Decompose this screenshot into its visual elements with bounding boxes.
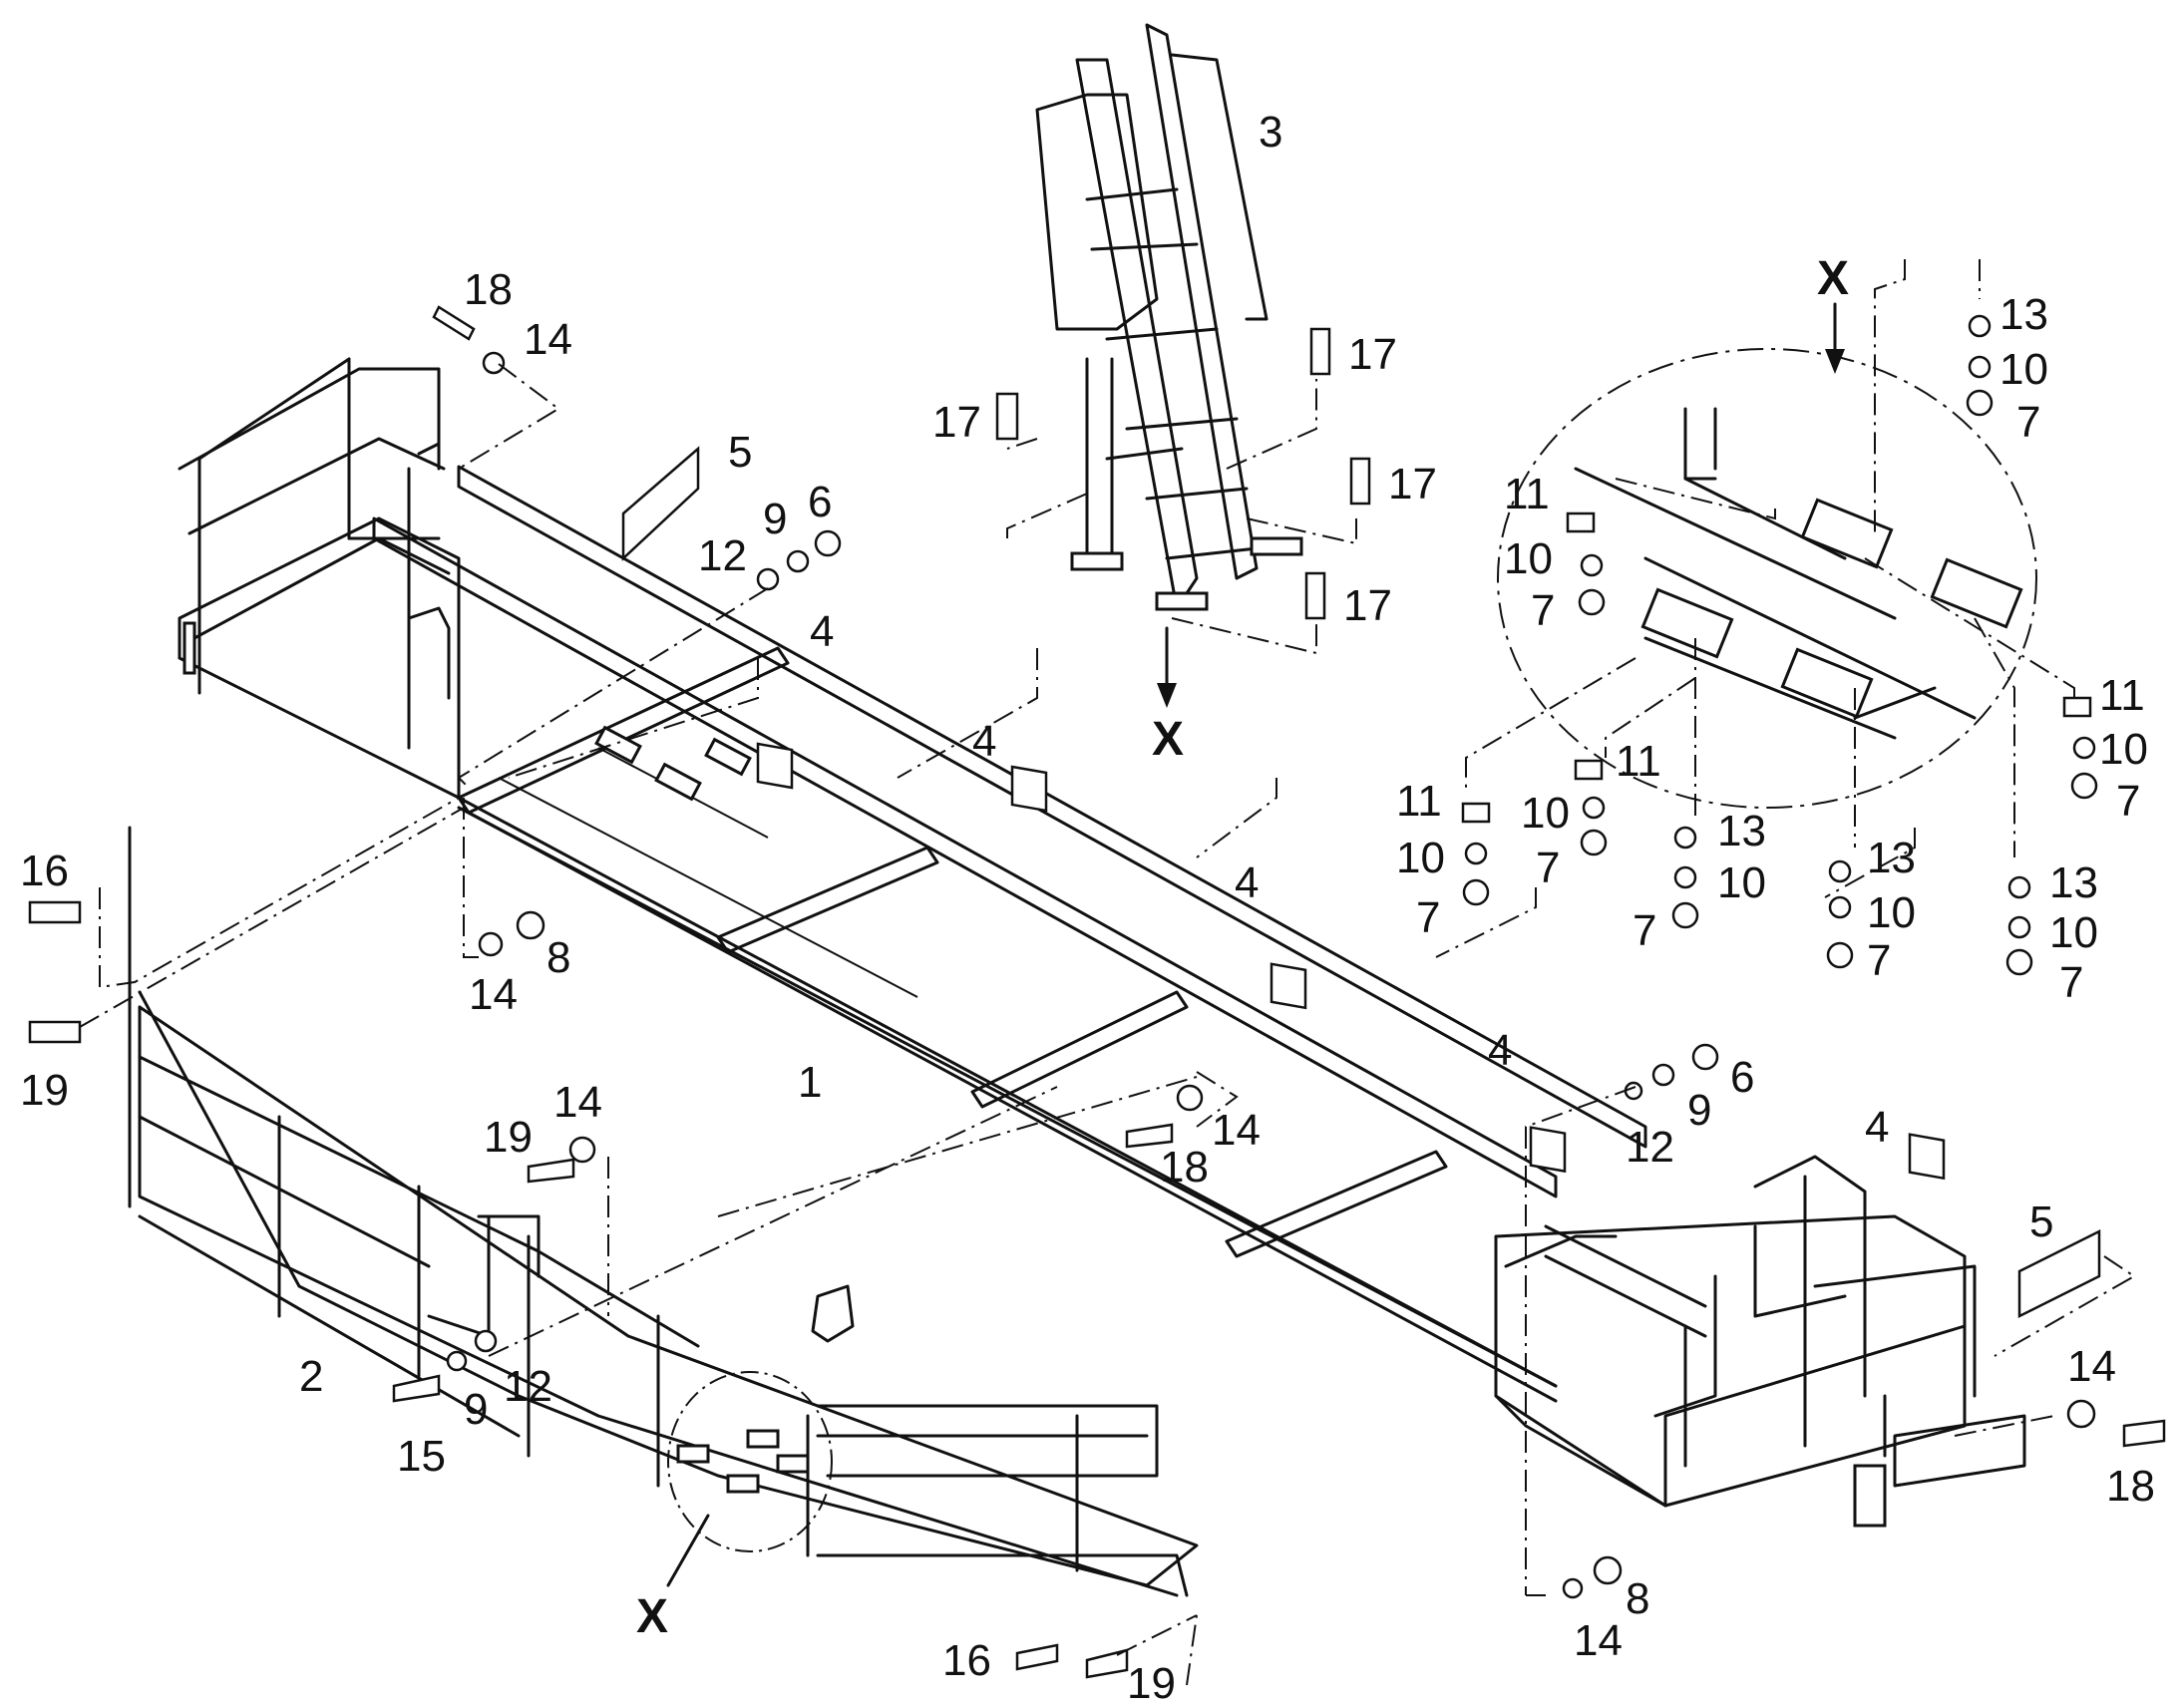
label-part-9: 9 bbox=[763, 495, 787, 543]
label-part-17: 17 bbox=[1343, 581, 1392, 630]
end-platform-right bbox=[1494, 1155, 2026, 1528]
label-part-14: 14 bbox=[1212, 1106, 1261, 1155]
label-part-7: 7 bbox=[1536, 844, 1560, 892]
label-part-4: 4 bbox=[972, 717, 996, 766]
label-part-7: 7 bbox=[2059, 958, 2083, 1007]
label-part-2: 2 bbox=[299, 1352, 323, 1401]
label-part-11: 11 bbox=[1616, 737, 1661, 786]
label-part-12: 12 bbox=[698, 531, 747, 580]
label-part-10: 10 bbox=[1717, 858, 1766, 907]
label-part-10: 10 bbox=[2099, 725, 2148, 774]
label-part-7: 7 bbox=[1416, 893, 1440, 942]
label-part-7: 7 bbox=[2016, 398, 2040, 447]
label-part-19: 19 bbox=[1127, 1659, 1176, 1708]
walkway-section-2 bbox=[128, 826, 1199, 1597]
label-part-19: 19 bbox=[484, 1113, 533, 1162]
label-view-x: X bbox=[1152, 713, 1184, 766]
label-part-11: 11 bbox=[1396, 777, 1442, 826]
label-part-10: 10 bbox=[2049, 908, 2098, 957]
label-part-9: 9 bbox=[464, 1385, 488, 1434]
label-part-14: 14 bbox=[469, 970, 518, 1019]
label-part-14: 14 bbox=[1574, 1616, 1623, 1665]
label-part-4: 4 bbox=[1488, 1026, 1512, 1075]
label-part-1: 1 bbox=[798, 1058, 822, 1107]
label-part-7: 7 bbox=[1867, 936, 1891, 985]
label-part-4: 4 bbox=[1865, 1103, 1889, 1152]
label-part-7: 7 bbox=[2116, 777, 2140, 826]
label-part-17: 17 bbox=[1348, 330, 1397, 379]
label-part-4: 4 bbox=[1235, 858, 1259, 907]
label-part-14: 14 bbox=[524, 315, 572, 364]
assembly-lines bbox=[79, 363, 2136, 1686]
label-part-17: 17 bbox=[1388, 460, 1437, 509]
label-part-18: 18 bbox=[2106, 1462, 2155, 1511]
label-part-19: 19 bbox=[20, 1066, 69, 1115]
label-part-11: 11 bbox=[1504, 470, 1550, 518]
label-part-10: 10 bbox=[1396, 834, 1445, 882]
label-part-4: 4 bbox=[810, 607, 834, 656]
label-part-10: 10 bbox=[1504, 534, 1553, 583]
end-platform-left bbox=[178, 357, 461, 800]
label-part-12: 12 bbox=[1626, 1123, 1674, 1172]
label-part-14: 14 bbox=[553, 1078, 602, 1127]
label-part-8: 8 bbox=[546, 933, 570, 982]
label-part-12: 12 bbox=[504, 1362, 552, 1411]
label-part-6: 6 bbox=[808, 478, 832, 526]
label-part-10: 10 bbox=[1867, 888, 1916, 937]
label-part-5: 5 bbox=[728, 428, 752, 477]
label-part-16: 16 bbox=[20, 847, 69, 895]
detail-x-inset bbox=[1465, 259, 2075, 857]
label-part-18: 18 bbox=[464, 265, 513, 314]
label-part-11: 11 bbox=[2099, 671, 2145, 720]
small-parts bbox=[28, 305, 2166, 1679]
label-part-14: 14 bbox=[2067, 1342, 2116, 1391]
label-part-10: 10 bbox=[1999, 345, 2048, 394]
label-part-13: 13 bbox=[1867, 834, 1916, 882]
label-part-13: 13 bbox=[1999, 290, 2048, 339]
label-part-7: 7 bbox=[1531, 586, 1555, 635]
label-part-8: 8 bbox=[1626, 1574, 1649, 1623]
label-part-15: 15 bbox=[397, 1432, 446, 1481]
label-view-x: X bbox=[1817, 252, 1849, 305]
label-view-x: X bbox=[636, 1590, 668, 1643]
label-part-9: 9 bbox=[1687, 1086, 1711, 1135]
walkway-frame bbox=[372, 465, 1647, 1403]
label-part-18: 18 bbox=[1160, 1143, 1209, 1192]
label-part-6: 6 bbox=[1730, 1053, 1754, 1102]
label-part-13: 13 bbox=[2049, 858, 2098, 907]
label-part-5: 5 bbox=[2029, 1197, 2053, 1246]
label-part-17: 17 bbox=[932, 398, 981, 447]
part-labels: 1 2 3 4 4 4 4 4 5 5 6 6 9 9 9 12 12 12 1… bbox=[20, 108, 2155, 1708]
label-part-13: 13 bbox=[1717, 807, 1766, 855]
label-part-10: 10 bbox=[1521, 789, 1570, 838]
label-part-3: 3 bbox=[1259, 108, 1282, 157]
label-part-16: 16 bbox=[942, 1636, 991, 1685]
ladder-assembly bbox=[1006, 23, 1357, 708]
label-part-7: 7 bbox=[1633, 906, 1656, 955]
